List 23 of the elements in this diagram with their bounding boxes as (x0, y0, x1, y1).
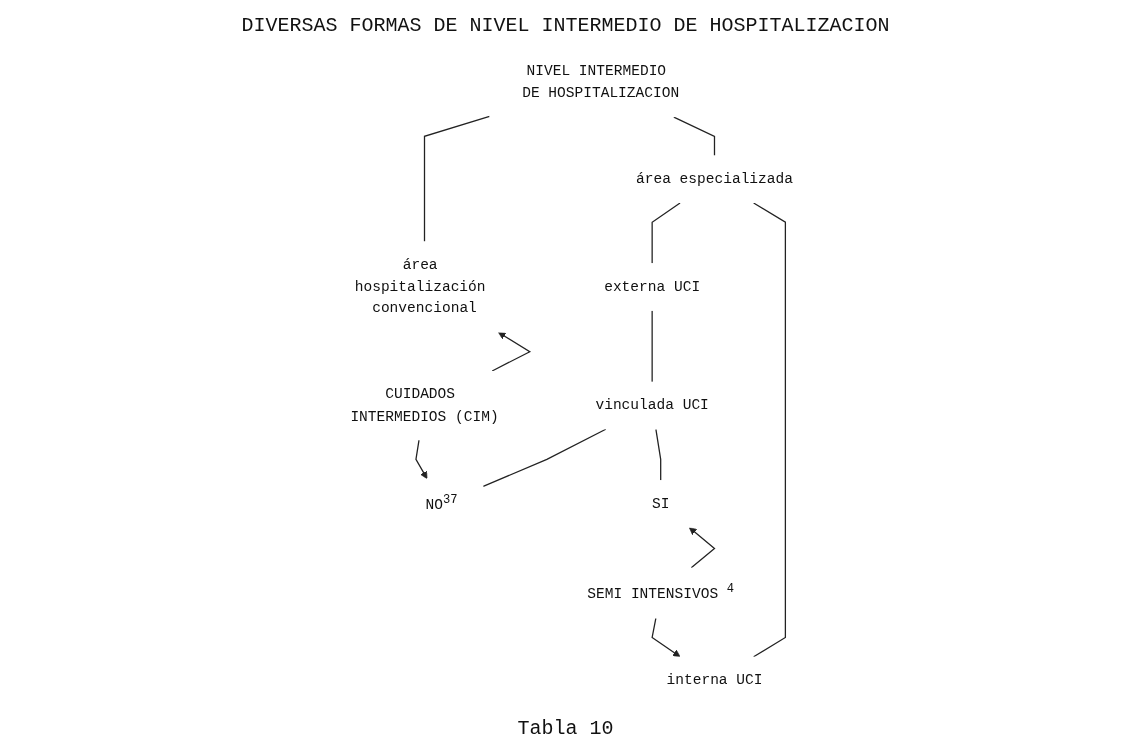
arrow (650, 617, 680, 658)
node-text: área hospitalización convencional (354, 256, 486, 317)
connector (752, 202, 786, 658)
node-text: SEMI INTENSIVOS $^{4}$ (586, 582, 734, 603)
arrow (414, 439, 427, 479)
diagram-title: DIVERSAS FORMAS DE NIVEL INTERMEDIO DE HOSPITALIZACION (241, 14, 890, 37)
arrow (688, 527, 715, 569)
node-text: interna UCI (666, 672, 762, 689)
arrow (491, 332, 531, 372)
node-text: vinculada UCI (594, 397, 709, 414)
diagram-caption: Tabla 10 (517, 717, 614, 740)
node-text: NIVEL INTERMEDIO DE HOSPITALIZACION (521, 63, 679, 102)
node-text: SI (651, 495, 669, 512)
connector (482, 428, 606, 487)
connector (654, 428, 661, 481)
node-text: NO$^{37}$ (425, 493, 458, 514)
connector (423, 115, 490, 243)
node-text: CUIDADOS INTERMEDIOS (CIM) (349, 386, 499, 425)
connector (672, 116, 715, 157)
node-text: externa UCI (603, 278, 700, 295)
connector (651, 310, 653, 383)
node-text: área especializada (635, 170, 793, 188)
connector (651, 202, 681, 264)
